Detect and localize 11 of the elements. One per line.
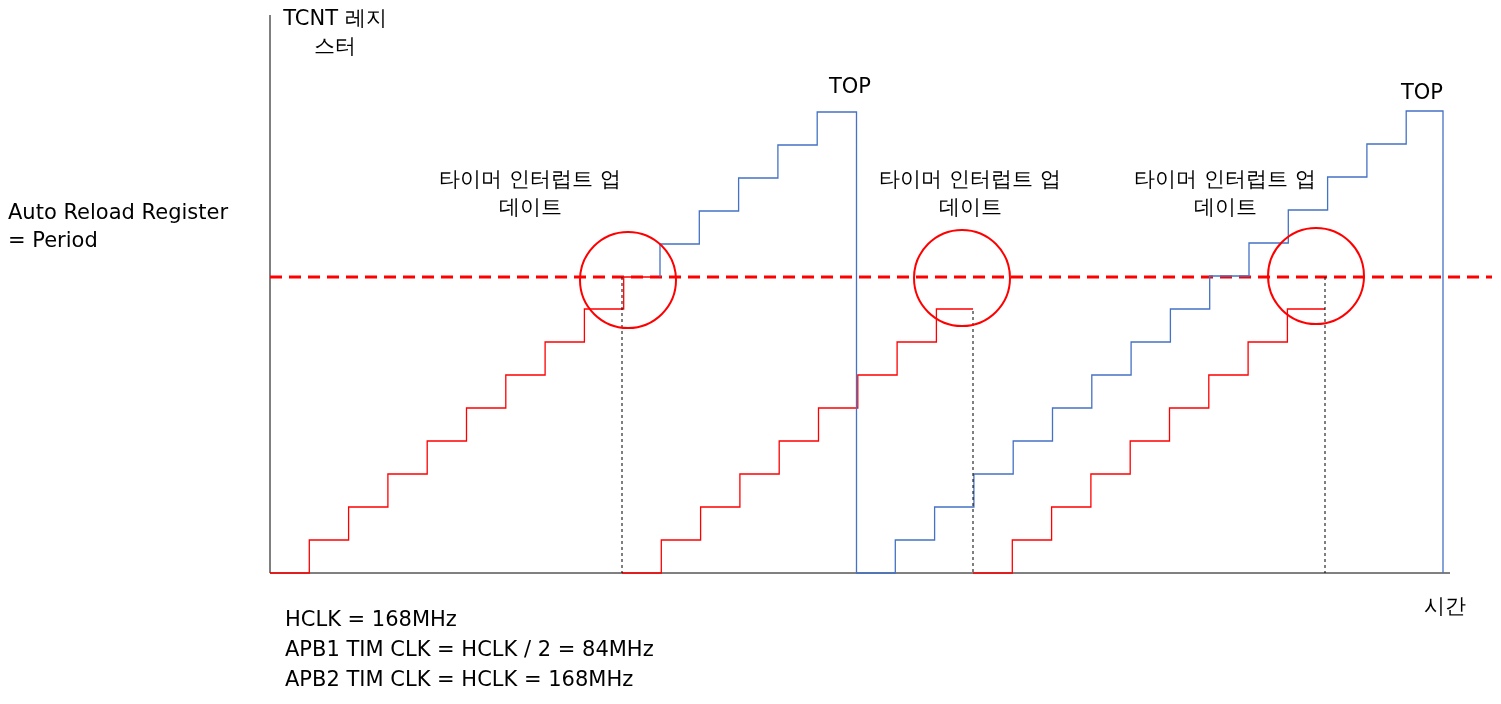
annotation-label: 타이머 인터럽트 업데이트 xyxy=(1133,166,1317,221)
annotation-label: 타이머 인터럽트 업데이트 xyxy=(438,166,622,221)
note-text: APB2 TIM CLK = HCLK = 168MHz xyxy=(285,666,635,693)
note-text: APB1 TIM CLK = HCLK / 2 = 84MHz xyxy=(285,636,655,663)
annotation-label: 타이머 인터럽트 업데이트 xyxy=(878,166,1062,221)
note-text: HCLK = 168MHz xyxy=(285,606,458,633)
axis-label: 시간 xyxy=(1423,593,1467,620)
axis-label: TCNT 레지스터 xyxy=(282,5,388,60)
annotation-label: TOP xyxy=(828,73,872,100)
axis-label: Auto Reload Register = Period xyxy=(8,199,230,254)
annotation-label: TOP xyxy=(1400,79,1444,106)
